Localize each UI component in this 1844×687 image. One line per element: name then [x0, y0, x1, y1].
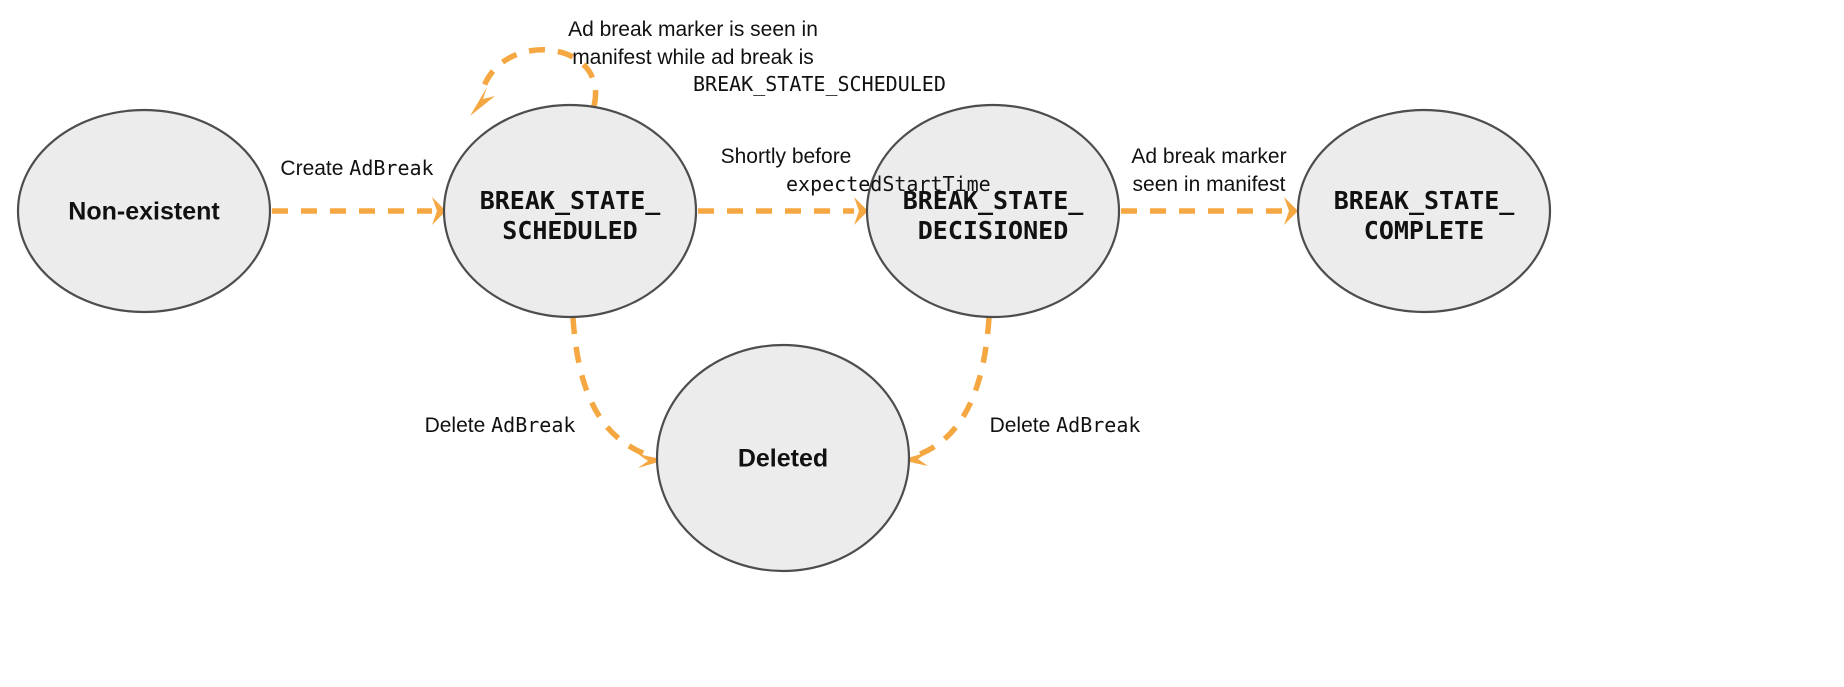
- edge-delete-from-decisioned: [901, 317, 992, 466]
- node-break-state-complete-label-line2: COMPLETE: [1364, 216, 1484, 245]
- edge-delete-from-scheduled-path: [570, 317, 649, 458]
- node-break-state-scheduled-label-line2: SCHEDULED: [502, 216, 637, 245]
- edge-label-create-adbreak-text: Create AdBreak: [280, 156, 433, 180]
- node-non-existent-shape[interactable]: [16, 108, 272, 314]
- edge-label-marker-seen-line1: Ad break marker: [1131, 145, 1286, 168]
- edge-self-loop-scheduled: [470, 47, 599, 116]
- edge-label-shortly-before-line1: Shortly before: [721, 145, 852, 168]
- edge-create-adbreak: [272, 197, 446, 225]
- edge-label-delete-from-scheduled: Delete AdBreak: [425, 413, 576, 437]
- edge-marker-seen-in-manifest-arrowhead: [1284, 197, 1298, 225]
- edge-delete-from-decisioned-path: [917, 317, 992, 458]
- node-break-state-decisioned-label-line1: BREAK_STATE_: [903, 186, 1085, 215]
- edge-label-self-loop-line2: manifest while ad break is: [572, 46, 814, 69]
- edge-self-loop-scheduled-arrowhead: [470, 87, 495, 116]
- edge-label-self-loop-scheduled: Ad break marker is seen in manifest whil…: [568, 18, 946, 96]
- edge-delete-from-decisioned-arrowhead: [901, 452, 928, 466]
- edge-label-self-loop-line3: BREAK_STATE_SCHEDULED: [693, 72, 946, 96]
- node-break-state-decisioned[interactable]: BREAK_STATE_ DECISIONED: [865, 103, 1121, 319]
- edge-label-create-adbreak-seg0: Create: [280, 157, 349, 180]
- edge-label-shortly-before-line2: expectedStartTime: [786, 172, 991, 196]
- edge-shortly-before: [698, 197, 868, 225]
- edge-create-adbreak-arrowhead: [432, 197, 446, 225]
- edge-self-loop-scheduled-path: [479, 47, 599, 107]
- node-break-state-scheduled-label-line1: BREAK_STATE_: [480, 186, 662, 215]
- edge-label-delete-from-decisioned-seg0: Delete: [990, 414, 1057, 437]
- node-break-state-scheduled-shape[interactable]: [442, 103, 698, 319]
- node-break-state-decisioned-label-line2: DECISIONED: [918, 216, 1069, 245]
- edge-label-delete-from-scheduled-text: Delete AdBreak: [425, 413, 576, 437]
- node-deleted[interactable]: Deleted: [655, 343, 911, 573]
- node-deleted-label: Deleted: [738, 445, 828, 473]
- edge-label-self-loop-line1: Ad break marker is seen in: [568, 18, 818, 41]
- edge-label-delete-from-decisioned: Delete AdBreak: [990, 413, 1141, 437]
- edge-marker-seen-in-manifest: [1121, 197, 1298, 225]
- edge-shortly-before-arrowhead: [854, 197, 868, 225]
- node-break-state-complete-label-line1: BREAK_STATE_: [1334, 186, 1516, 215]
- node-break-state-decisioned-shape[interactable]: [865, 103, 1121, 319]
- node-break-state-complete[interactable]: BREAK_STATE_ COMPLETE: [1296, 108, 1552, 314]
- edge-delete-from-scheduled: [570, 317, 665, 468]
- edge-label-delete-from-decisioned-text: Delete AdBreak: [990, 413, 1141, 437]
- edge-label-delete-from-scheduled-seg1: AdBreak: [491, 413, 575, 437]
- node-deleted-shape[interactable]: [655, 343, 911, 573]
- edge-label-marker-seen-in-manifest: Ad break marker seen in manifest: [1131, 145, 1286, 196]
- edge-delete-from-scheduled-arrowhead: [638, 454, 665, 468]
- node-break-state-complete-shape[interactable]: [1296, 108, 1552, 314]
- edge-label-create-adbreak: Create AdBreak: [280, 156, 433, 180]
- edge-label-delete-from-scheduled-seg0: Delete: [425, 414, 492, 437]
- edge-label-shortly-before: Shortly before expectedStartTime: [721, 145, 991, 196]
- node-non-existent[interactable]: Non-existent: [16, 108, 272, 314]
- node-non-existent-label: Non-existent: [68, 198, 220, 226]
- edge-label-marker-seen-line2: seen in manifest: [1133, 173, 1286, 196]
- edge-label-delete-from-decisioned-seg1: AdBreak: [1056, 413, 1140, 437]
- edge-label-create-adbreak-seg1: AdBreak: [349, 156, 433, 180]
- node-break-state-scheduled[interactable]: BREAK_STATE_ SCHEDULED: [442, 103, 698, 319]
